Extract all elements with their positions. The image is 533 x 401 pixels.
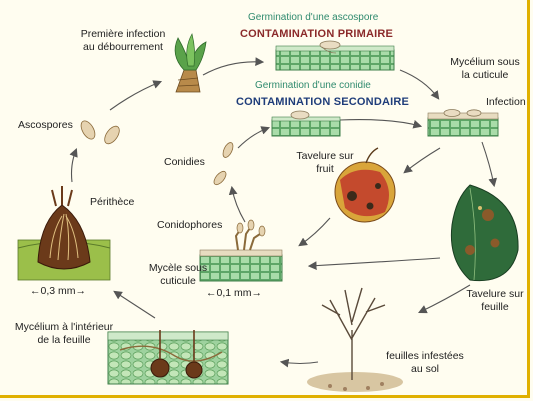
infection-label: Infection <box>486 96 526 109</box>
tavelure-fruit-label: Tavelure surfruit <box>290 150 360 176</box>
bud-illustration <box>175 34 206 92</box>
contamination-secondaire-heading: CONTAMINATION SECONDAIRE <box>236 96 409 108</box>
ascospores-illustration <box>78 119 122 147</box>
secondary-tissue <box>272 111 340 136</box>
arrow-ground-to-interior <box>282 362 318 364</box>
arrow-conidies-to-secondary <box>238 128 268 148</box>
conidies-illustration <box>212 141 235 187</box>
scale-03-mm: ←0,3 mm→ <box>30 285 86 298</box>
scale-01-mm: ←0,1 mm→ <box>206 287 262 300</box>
arrow-ascospores-to-bud <box>110 82 160 110</box>
germination-conidie-label: Germination d'une conidie <box>255 80 371 91</box>
feuilles-infestees-label: feuilles infestéesau sol <box>380 350 470 376</box>
arrow-mycelium-to-fruit <box>405 148 440 172</box>
arrow-leaf-to-mycele <box>310 258 440 266</box>
arrow-bud-to-primary <box>203 62 262 75</box>
leaf-illustration <box>451 185 518 281</box>
conidiophores-label: Conidophores <box>157 219 222 232</box>
tree-illustration <box>307 288 403 392</box>
arrow-conidiophores-to-conidies <box>232 188 245 222</box>
mycelium-cuticle-tissue <box>428 110 498 137</box>
primary-tissue <box>276 41 394 70</box>
contamination-primaire-heading: CONTAMINATION PRIMAIRE <box>240 28 393 40</box>
arrow-fruit-to-conidiophores <box>300 218 330 245</box>
tavelure-feuille-label: Tavelure surfeuille <box>460 288 530 314</box>
arrow-interior-to-perithece <box>115 292 155 318</box>
germination-ascospore-label: Germination d'une ascospore <box>248 12 378 23</box>
premiere-infection-label: Première infectionau débourrement <box>68 28 178 54</box>
arrow-perithece-to-ascospores <box>72 150 77 182</box>
ascospores-label: Ascospores <box>18 119 73 132</box>
arrow-mycelium-to-leaf <box>482 142 494 185</box>
mycelium-sous-cuticule-label: Mycélium sousla cuticule <box>440 56 530 82</box>
mycelium-interior-illustration <box>108 330 228 384</box>
perithece-label: Périthèce <box>90 196 134 209</box>
mycele-sous-cuticule-label: Mycèle souscuticule <box>138 262 218 288</box>
mycelium-interieur-label: Mycélium à l'intérieurde la feuille <box>4 321 124 347</box>
conidies-label: Conidies <box>164 156 205 169</box>
arrow-primary-to-mycelium <box>400 70 438 98</box>
arrow-secondary-to-mycelium <box>340 120 420 126</box>
